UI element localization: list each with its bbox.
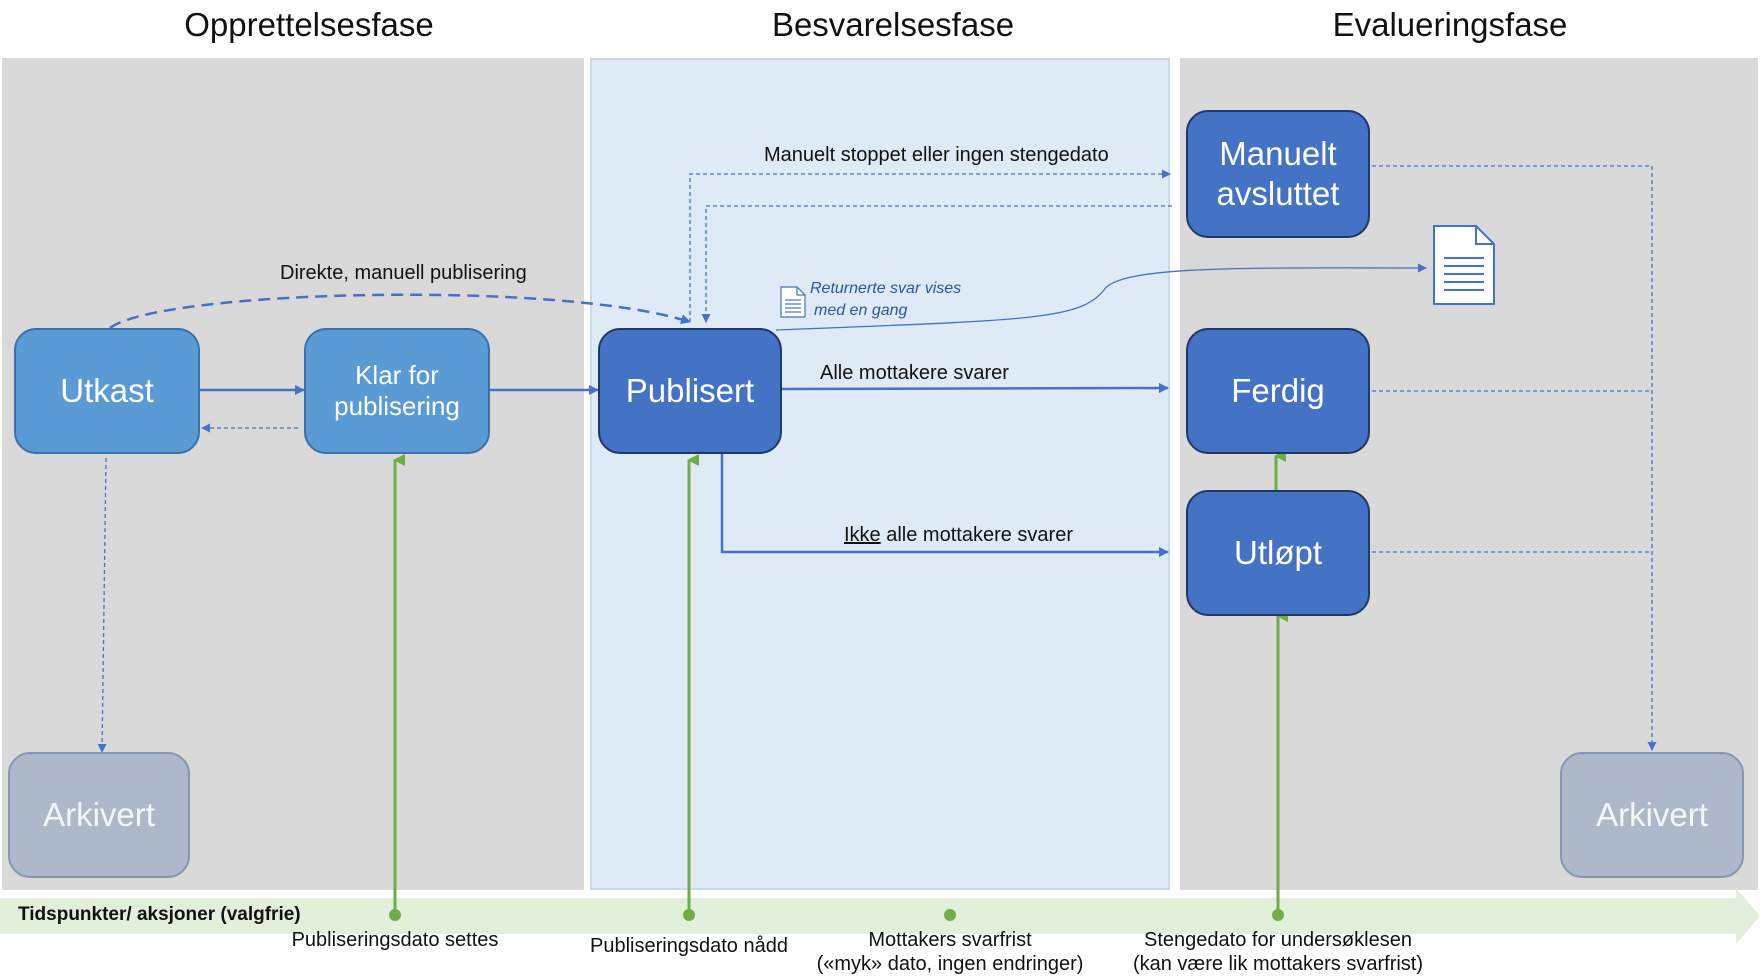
edge-direct-publish <box>109 293 691 329</box>
timeline-event-3-line1: Mottakers svarfrist <box>868 929 1032 951</box>
phase-title-creation: Opprettelsesfase <box>184 6 434 43</box>
phase-title-evaluation: Evalueringsfase <box>1332 6 1568 43</box>
label-not-all-prefix: Ikke <box>844 524 881 546</box>
timeline-event-1-line1: Publiseringsdato settes <box>291 929 499 951</box>
node-arkivert-left-label: Arkivert <box>43 796 155 834</box>
node-manuelt-avsluttet: Manuelt avsluttet <box>1186 110 1370 238</box>
node-klar-for-publisering: Klar for publisering <box>304 328 490 454</box>
node-publisert: Publisert <box>598 328 782 454</box>
node-utlopt-label: Utløpt <box>1233 534 1322 572</box>
node-arkivert-left: Arkivert <box>8 752 190 878</box>
node-arkivert-right: Arkivert <box>1560 752 1744 878</box>
node-klar-line1: Klar for <box>355 359 439 390</box>
timeline-event-3-line2: («myk» dato, ingen endringer) <box>816 953 1084 975</box>
timeline-event-4: Stengedato for undersøklesen (kan være l… <box>1098 928 1458 976</box>
timeline-event-2-line1: Publiseringsdato nådd <box>590 935 788 957</box>
timeline-event-1: Publiseringsdato settes <box>245 928 545 952</box>
note-returned-line2: med en gang <box>814 301 908 319</box>
edge-publisert-utlopt <box>720 452 1169 557</box>
timeline-event-3: Mottakers svarfrist («myk» dato, ingen e… <box>780 928 1120 976</box>
node-ferdig: Ferdig <box>1186 328 1370 454</box>
node-arkivert-right-label: Arkivert <box>1596 796 1708 834</box>
node-utlopt: Utløpt <box>1186 490 1370 616</box>
timeline-event-2: Publiseringsdato nådd <box>539 934 839 958</box>
timeline-dot-2 <box>683 909 695 921</box>
lane-response <box>590 58 1170 890</box>
edge-utkast-arkivert <box>97 457 107 753</box>
document-icon <box>1433 225 1495 305</box>
timeline-dot-1 <box>389 909 401 921</box>
edge-publisert-ferdig <box>779 383 1169 394</box>
timeline-event-4-line1: Stengedato for undersøklesen <box>1144 929 1412 951</box>
node-manuelt-line1: Manuelt <box>1219 135 1337 173</box>
node-manuelt-line2: avsluttet <box>1216 175 1340 212</box>
label-manual-stop: Manuelt stoppet eller ingen stengedato <box>764 144 1109 166</box>
phase-title-response: Besvarelsesfase <box>771 6 1015 43</box>
label-not-all-rest: alle mottakere svarer <box>880 524 1073 546</box>
node-ferdig-label: Ferdig <box>1231 372 1325 410</box>
label-direct-publish: Direkte, manuell publisering <box>280 262 527 284</box>
timeline-event-4-line2: (kan være lik mottakers svarfrist) <box>1132 953 1424 975</box>
note-returned-answers: Returnerte svar vises med en gang <box>810 278 961 321</box>
label-all-respond: Alle mottakere svarer <box>820 362 1009 384</box>
timeline-dot-3 <box>944 909 956 921</box>
timeline-dot-4 <box>1272 909 1284 921</box>
node-utkast: Utkast <box>14 328 200 454</box>
note-returned-line1: Returnerte svar vises <box>810 280 962 297</box>
small-document-icon <box>780 286 806 318</box>
edge-publisert-manuelt <box>689 169 1171 322</box>
edge-manuelt-publisert <box>701 205 1172 323</box>
label-not-all-respond: Ikke alle mottakere svarer <box>844 524 1073 547</box>
node-klar-line2: publisering <box>334 391 460 421</box>
edge-returned-answers <box>775 263 1427 331</box>
node-utkast-label: Utkast <box>60 372 154 410</box>
timeline-title: Tidspunkter/ aksjoner (valgfrie) <box>18 904 301 925</box>
node-publisert-label: Publisert <box>625 372 755 410</box>
